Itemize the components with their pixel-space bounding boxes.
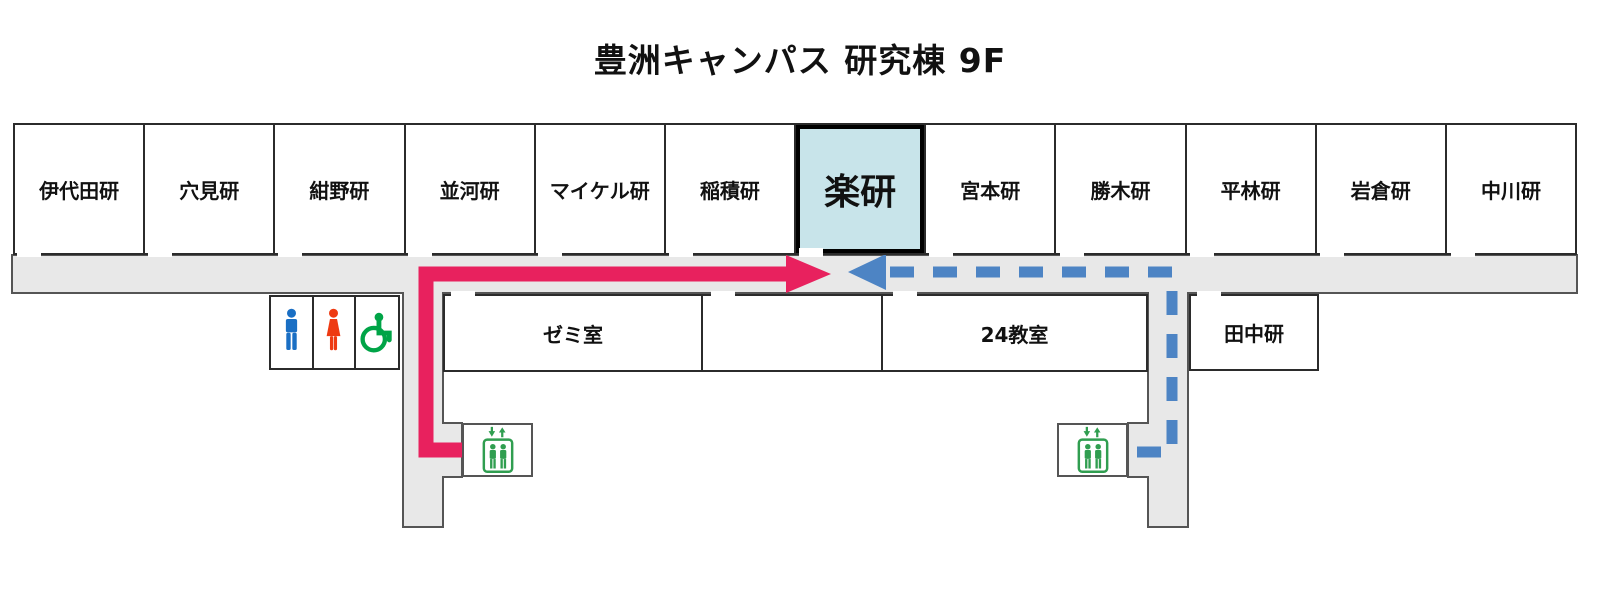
- door-gap: [148, 248, 172, 257]
- corridor: [11, 254, 1578, 528]
- top-room-row: 伊代田研 穴見研 紺野研 並河研 マイケル研 稲積研 楽研 宮本研 勝木研 平林…: [13, 123, 1577, 255]
- room-anami-lab: 穴見研: [145, 125, 276, 253]
- restroom-accessible-cell: [356, 297, 398, 368]
- room-konno-lab: 紺野研: [275, 125, 406, 253]
- door-gap: [408, 248, 432, 257]
- door-gap: [711, 291, 735, 297]
- map-title: 豊洲キャンパス 研究棟 9F: [593, 41, 1007, 80]
- room-miyamoto-lab: 宮本研: [926, 125, 1057, 253]
- door-gap: [1190, 248, 1214, 257]
- elevator-icon: [1077, 426, 1108, 473]
- door-gap: [929, 248, 953, 257]
- route-solid-line: [418, 266, 786, 458]
- room-tanaka-lab: 田中研: [1189, 294, 1319, 371]
- route-dashed-line: [890, 266, 1178, 458]
- room-raku-lab-highlighted: 楽研: [796, 125, 927, 253]
- door-gap: [278, 248, 302, 257]
- bottom-room-row: ゼミ室 24教室: [443, 294, 1148, 372]
- door-gap: [451, 291, 475, 297]
- door-gap: [893, 291, 917, 297]
- route-dashed-arrowhead: [848, 254, 886, 290]
- elevator-left: [462, 423, 533, 477]
- restroom-male-cell: [271, 297, 314, 368]
- elevator-right: [1057, 423, 1128, 477]
- room-hirabayashi-lab: 平林研: [1187, 125, 1317, 253]
- room-katsuki-lab: 勝木研: [1056, 125, 1187, 253]
- door-gap: [1197, 291, 1221, 297]
- room-inazumi-lab: 稲積研: [666, 125, 797, 253]
- door-gap: [538, 248, 562, 257]
- restroom-female-cell: [314, 297, 356, 368]
- route-solid-arrowhead: [786, 255, 831, 293]
- room-iyoda-lab: 伊代田研: [15, 125, 146, 253]
- room-seminar: ゼミ室: [445, 296, 703, 370]
- door-gap: [1320, 248, 1344, 257]
- room-iwakura-lab: 岩倉研: [1317, 125, 1447, 253]
- room-nakagawa-lab: 中川研: [1480, 178, 1541, 203]
- elevator-icon: [482, 426, 513, 473]
- door-gap: [799, 248, 823, 257]
- room-namikawa-lab: 並河研: [406, 125, 536, 253]
- door-gap: [669, 248, 693, 257]
- room-classroom-24: 24教室: [980, 322, 1049, 347]
- restroom-block: [269, 295, 400, 370]
- female-icon: [326, 308, 341, 350]
- door-gap: [1060, 248, 1084, 257]
- door-gap: [17, 248, 41, 257]
- room-unlabeled: [703, 296, 883, 370]
- wheelchair-accessible-icon: [360, 312, 392, 352]
- door-gap: [1451, 248, 1475, 257]
- male-icon: [285, 308, 297, 350]
- room-michael-lab: マイケル研: [536, 125, 666, 253]
